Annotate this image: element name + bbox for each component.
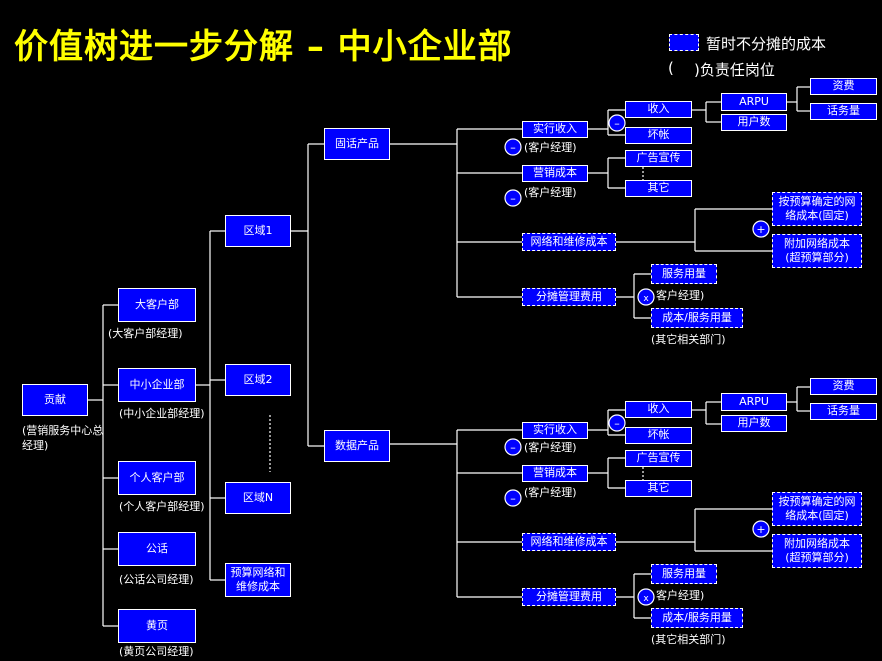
baddebt-node[interactable]: 坏帐 <box>625 427 692 444</box>
revenue-node[interactable]: 实行收入 <box>522 422 588 439</box>
minus-operator-icon <box>608 414 626 432</box>
dept-owner: (公话公司经理) <box>119 573 194 586</box>
minus-operator-icon <box>504 438 522 456</box>
mgmt-node[interactable]: 分摊管理费用 <box>522 288 616 306</box>
ads-node[interactable]: 广告宣传 <box>625 450 692 467</box>
op-glyph: – <box>510 492 516 505</box>
network-node[interactable]: 网络和维修成本 <box>522 233 616 251</box>
legend-paren-open: ( <box>668 59 674 77</box>
extra-net-node[interactable]: 附加网络成本(超预算部分) <box>772 234 862 268</box>
region-node[interactable]: 区域1 <box>225 215 291 247</box>
unit-cost-node[interactable]: 成本/服务用量 <box>651 608 743 628</box>
users-node[interactable]: 用户数 <box>721 114 787 131</box>
dept-owner: (中小企业部经理) <box>119 407 205 420</box>
tariff-node[interactable]: 资费 <box>810 78 877 95</box>
users-node[interactable]: 用户数 <box>721 415 787 432</box>
page-title: 价值树进一步分解 – 中小企业部 <box>14 27 513 67</box>
extra-net-node[interactable]: 附加网络成本(超预算部分) <box>772 534 862 568</box>
dept-owner: (黄页公司经理) <box>119 645 194 658</box>
arpu-node[interactable]: ARPU <box>721 393 787 411</box>
dept-node[interactable]: 中小企业部 <box>118 368 196 402</box>
op-glyph: – <box>614 417 620 430</box>
marketing-node[interactable]: 营销成本 <box>522 165 588 182</box>
svc-usage-node[interactable]: 服务用量 <box>651 564 717 584</box>
dept-owner: (个人客户部经理) <box>119 500 205 513</box>
op-glyph: x <box>643 294 649 304</box>
dept-node[interactable]: 个人客户部 <box>118 461 196 495</box>
op-glyph: – <box>510 192 516 205</box>
product-node[interactable]: 固话产品 <box>324 128 390 160</box>
budget-fixed-node[interactable]: 按预算确定的网络成本(固定) <box>772 192 862 226</box>
budget-fixed-node[interactable]: 按预算确定的网络成本(固定) <box>772 492 862 526</box>
dept-node[interactable]: 黄页 <box>118 609 196 643</box>
root-owner: (营销服务中心总经理) <box>22 424 104 452</box>
income-node[interactable]: 收入 <box>625 401 692 418</box>
plus-operator-icon <box>752 520 770 538</box>
network-node[interactable]: 网络和维修成本 <box>522 533 616 551</box>
op-glyph: + <box>756 223 765 236</box>
times-operator-icon <box>637 288 655 306</box>
svc-owner: 客户经理) <box>656 589 705 602</box>
baddebt-node[interactable]: 坏帐 <box>625 127 692 144</box>
op-glyph: + <box>756 523 765 536</box>
marketing-node[interactable]: 营销成本 <box>522 465 588 482</box>
revenue-owner: (客户经理) <box>524 441 577 454</box>
legend-dashed-swatch <box>669 34 699 51</box>
traffic-node[interactable]: 话务量 <box>810 103 877 120</box>
plus-operator-icon <box>752 220 770 238</box>
dept-owner: (大客户部经理) <box>108 327 183 340</box>
other-node[interactable]: 其它 <box>625 180 692 197</box>
minus-operator-icon <box>504 189 522 207</box>
ads-node[interactable]: 广告宣传 <box>625 150 692 167</box>
legend-dashed-label: 暂时不分摊的成本 <box>706 35 827 53</box>
income-node[interactable]: 收入 <box>625 101 692 118</box>
op-glyph: – <box>614 117 620 130</box>
legend-paren-label: )负责任岗位 <box>694 61 775 79</box>
marketing-owner: (客户经理) <box>524 486 577 499</box>
mgmt-node[interactable]: 分摊管理费用 <box>522 588 616 606</box>
unit-cost-node[interactable]: 成本/服务用量 <box>651 308 743 328</box>
tariff-node[interactable]: 资费 <box>810 378 877 395</box>
revenue-node[interactable]: 实行收入 <box>522 121 588 138</box>
unit-owner: (其它相关部门) <box>651 633 726 646</box>
dept-node[interactable]: 公话 <box>118 532 196 566</box>
marketing-owner: (客户经理) <box>524 186 577 199</box>
other-node[interactable]: 其它 <box>625 480 692 497</box>
minus-operator-icon <box>504 489 522 507</box>
root-node[interactable]: 贡献 <box>22 384 88 416</box>
dept-node[interactable]: 大客户部 <box>118 288 196 322</box>
product-node[interactable]: 数据产品 <box>324 430 390 462</box>
region-node[interactable]: 区域N <box>225 482 291 514</box>
minus-operator-icon <box>608 114 626 132</box>
traffic-node[interactable]: 话务量 <box>810 403 877 420</box>
op-glyph: – <box>510 441 516 454</box>
times-operator-icon <box>637 588 655 606</box>
unit-owner: (其它相关部门) <box>651 333 726 346</box>
region-node[interactable]: 预算网络和维修成本 <box>225 563 291 597</box>
region-node[interactable]: 区域2 <box>225 364 291 396</box>
svc-usage-node[interactable]: 服务用量 <box>651 264 717 284</box>
revenue-owner: (客户经理) <box>524 141 577 154</box>
op-glyph: – <box>510 141 516 154</box>
svc-owner: 客户经理) <box>656 289 705 302</box>
op-glyph: x <box>643 594 649 604</box>
minus-operator-icon <box>504 138 522 156</box>
arpu-node[interactable]: ARPU <box>721 93 787 111</box>
